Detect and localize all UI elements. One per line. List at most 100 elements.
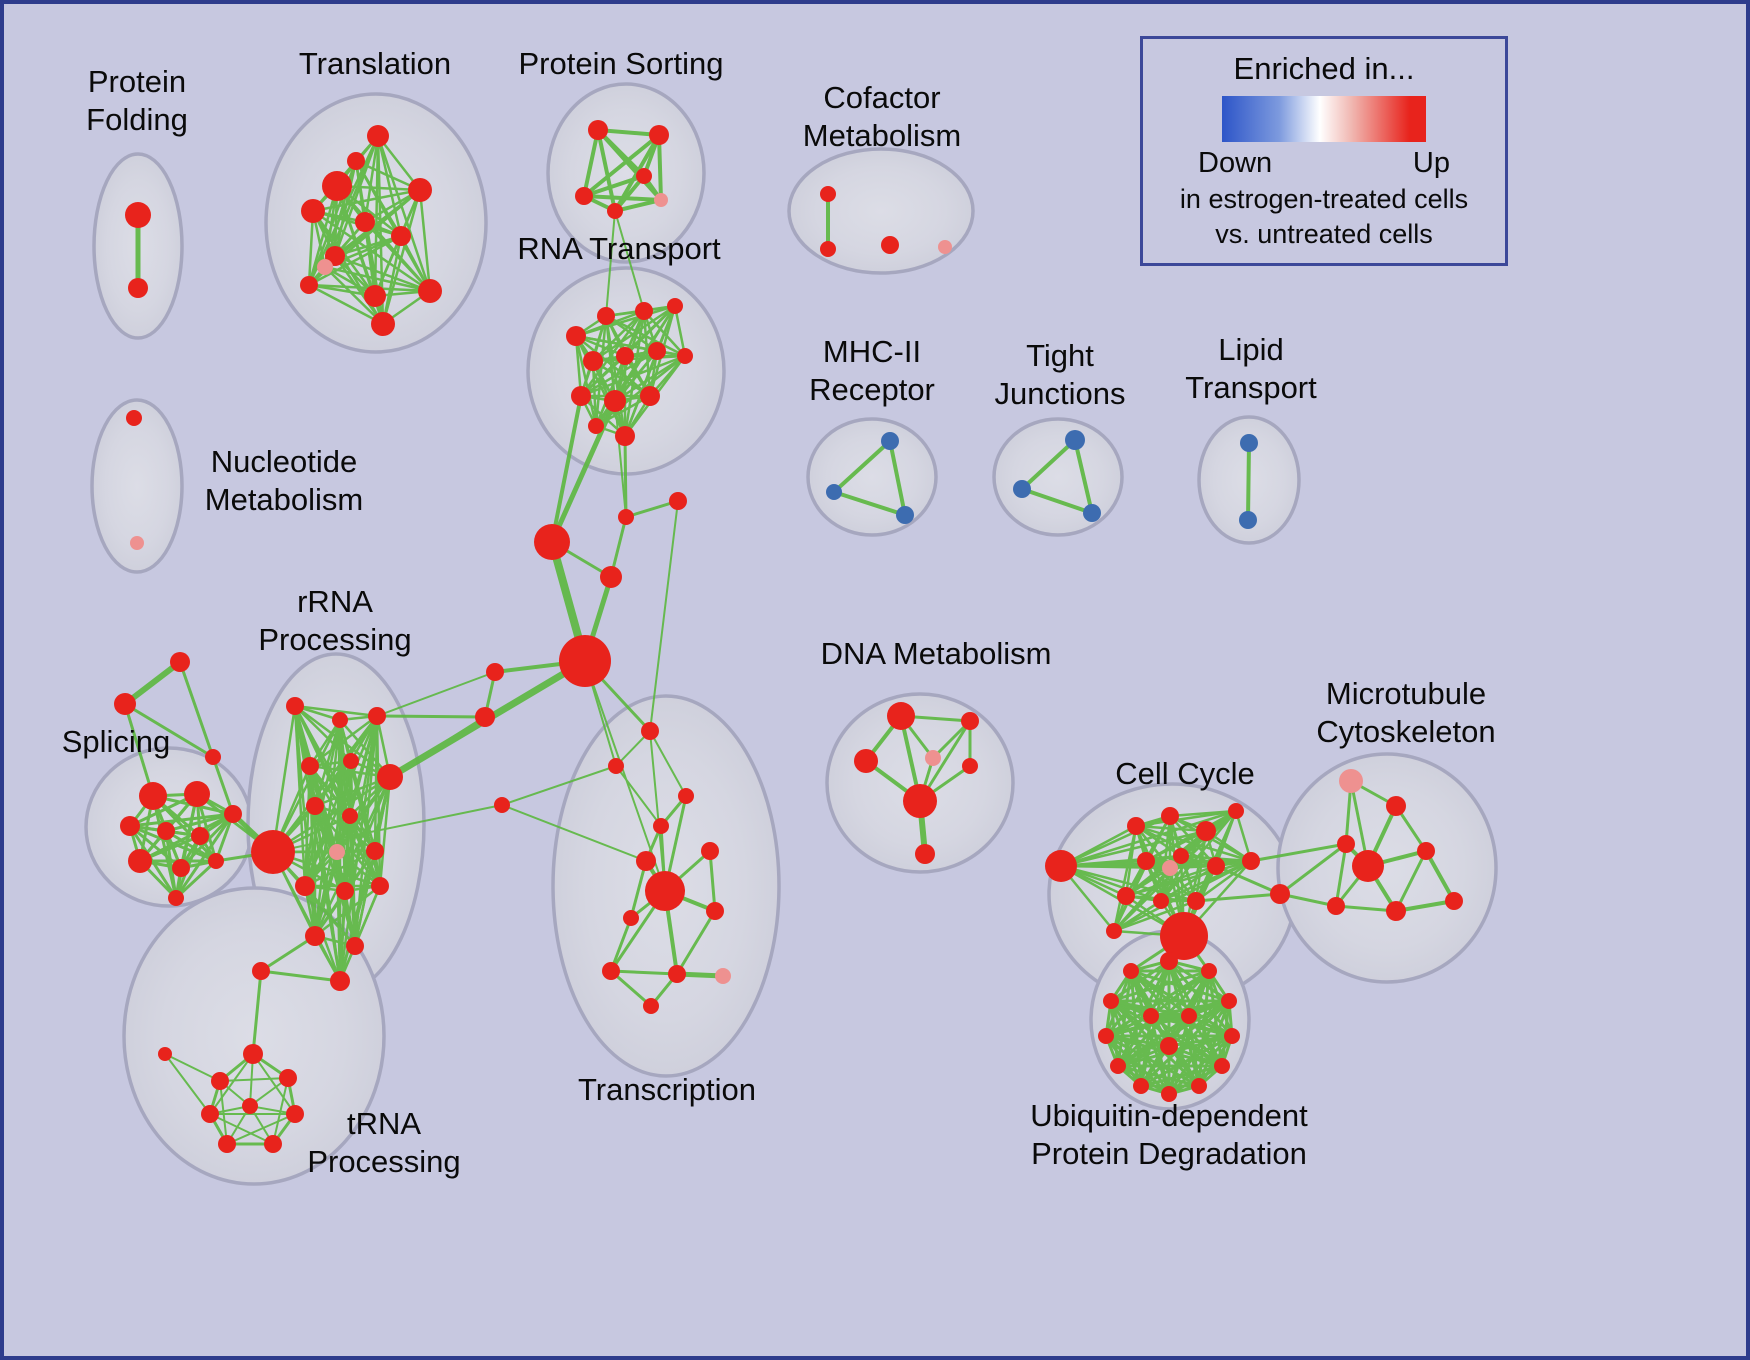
network-edge [333, 254, 432, 293]
network-edge [1112, 824, 1138, 933]
network-node-red [1242, 852, 1260, 870]
network-edge [376, 134, 432, 293]
network-edge [1109, 999, 1171, 1096]
network-node-red [1181, 1008, 1197, 1024]
network-edge [209, 1113, 274, 1145]
legend-up-label: Up [1412, 147, 1450, 179]
network-edge [418, 188, 432, 293]
network-edge [579, 309, 646, 398]
network-edge [594, 394, 652, 428]
network-node-red [1417, 842, 1435, 860]
network-node-red [1117, 887, 1135, 905]
network-edge [303, 804, 317, 888]
cluster-label-splicing: Splicing [62, 724, 171, 759]
cluster-ellipse-tight-junctions [992, 417, 1124, 537]
network-node-red [1228, 803, 1244, 819]
network-node-red [486, 663, 504, 681]
network-edge [376, 671, 496, 717]
network-node-red [1103, 993, 1119, 1009]
cluster-label-protein-folding: Folding [86, 102, 188, 137]
network-node-red [336, 882, 354, 900]
cluster-ellipse-microtubule-cytoskeleton [1276, 752, 1498, 984]
network-node-red [641, 722, 659, 740]
network-edge [343, 889, 357, 948]
network-edge [649, 730, 666, 892]
network-edge [381, 234, 403, 326]
legend-scale-labels: Down Up [1198, 147, 1450, 180]
network-node-red [322, 171, 352, 201]
cluster-ellipse-mhc-ii-receptor [806, 417, 938, 537]
network-node-red [251, 830, 295, 874]
network-node-red [1161, 807, 1179, 825]
network-node-red [706, 902, 724, 920]
network-node-red [330, 971, 350, 991]
network-edge [832, 490, 907, 517]
network-edge [1116, 1014, 1191, 1068]
network-node-red [1270, 884, 1290, 904]
network-edge [1112, 859, 1253, 933]
network-node-red [1160, 952, 1178, 970]
network-edge [259, 969, 342, 983]
network-node-blue [1239, 511, 1257, 529]
network-node-red [1201, 963, 1217, 979]
cluster-label-rrna-processing: Processing [258, 622, 411, 657]
network-node-red [368, 707, 386, 725]
network-node-red [701, 842, 719, 860]
network-edge [582, 174, 646, 198]
network-node-red [366, 842, 384, 860]
network-node-red [475, 707, 495, 727]
network-edge [550, 394, 583, 544]
network-node-red [915, 844, 935, 864]
network-edge [338, 849, 377, 983]
network-edge [1167, 1014, 1191, 1096]
cluster-label-rna-transport: RNA Transport [517, 231, 721, 266]
network-edge [615, 765, 662, 827]
cluster-label-lipid-transport: Transport [1185, 370, 1317, 405]
network-edge [1424, 849, 1456, 903]
network-edge [1149, 969, 1211, 1018]
network-node-red [600, 566, 622, 588]
network-node-red [640, 386, 660, 406]
network-edge [1207, 969, 1224, 1068]
network-node-red [243, 1044, 263, 1064]
legend-title: Enriched in... [1233, 51, 1415, 86]
network-node-pink [317, 259, 333, 275]
network-node-red [597, 307, 615, 325]
network-node-red [494, 797, 510, 813]
network-edge [123, 702, 155, 798]
network-edge [582, 133, 661, 198]
network-node-red [571, 386, 591, 406]
network-edge [614, 210, 645, 312]
network-node-red [172, 859, 190, 877]
network-edge [271, 775, 392, 854]
network-edge [591, 309, 646, 363]
network-edge [1020, 487, 1094, 515]
network-node-red [602, 962, 620, 980]
network-node-red [139, 782, 167, 810]
network-node-red [1386, 796, 1406, 816]
network-edge [1194, 892, 1282, 903]
cluster-label-protein-folding: Protein [88, 64, 186, 99]
network-edge [596, 128, 661, 137]
network-node-red [252, 962, 270, 980]
cluster-label-ubiquitin-degradation: Protein Degradation [1031, 1136, 1307, 1171]
network-node-red [1221, 993, 1237, 1009]
network-node-red [1160, 912, 1208, 960]
network-node-red [218, 1135, 236, 1153]
network-edge [549, 398, 618, 545]
network-node-red [649, 125, 669, 145]
network-edge [1139, 1014, 1153, 1088]
network-node-red [1110, 1058, 1126, 1074]
network-edge [1059, 809, 1238, 868]
network-node-red [347, 152, 365, 170]
network-node-red [205, 749, 221, 765]
network-edge [164, 1053, 221, 1082]
network-node-red [364, 285, 386, 307]
network-node-red [887, 702, 915, 730]
network-node-red [355, 212, 375, 232]
network-edge [613, 354, 687, 403]
network-node-red [279, 1069, 297, 1087]
network-edge [252, 1053, 296, 1115]
